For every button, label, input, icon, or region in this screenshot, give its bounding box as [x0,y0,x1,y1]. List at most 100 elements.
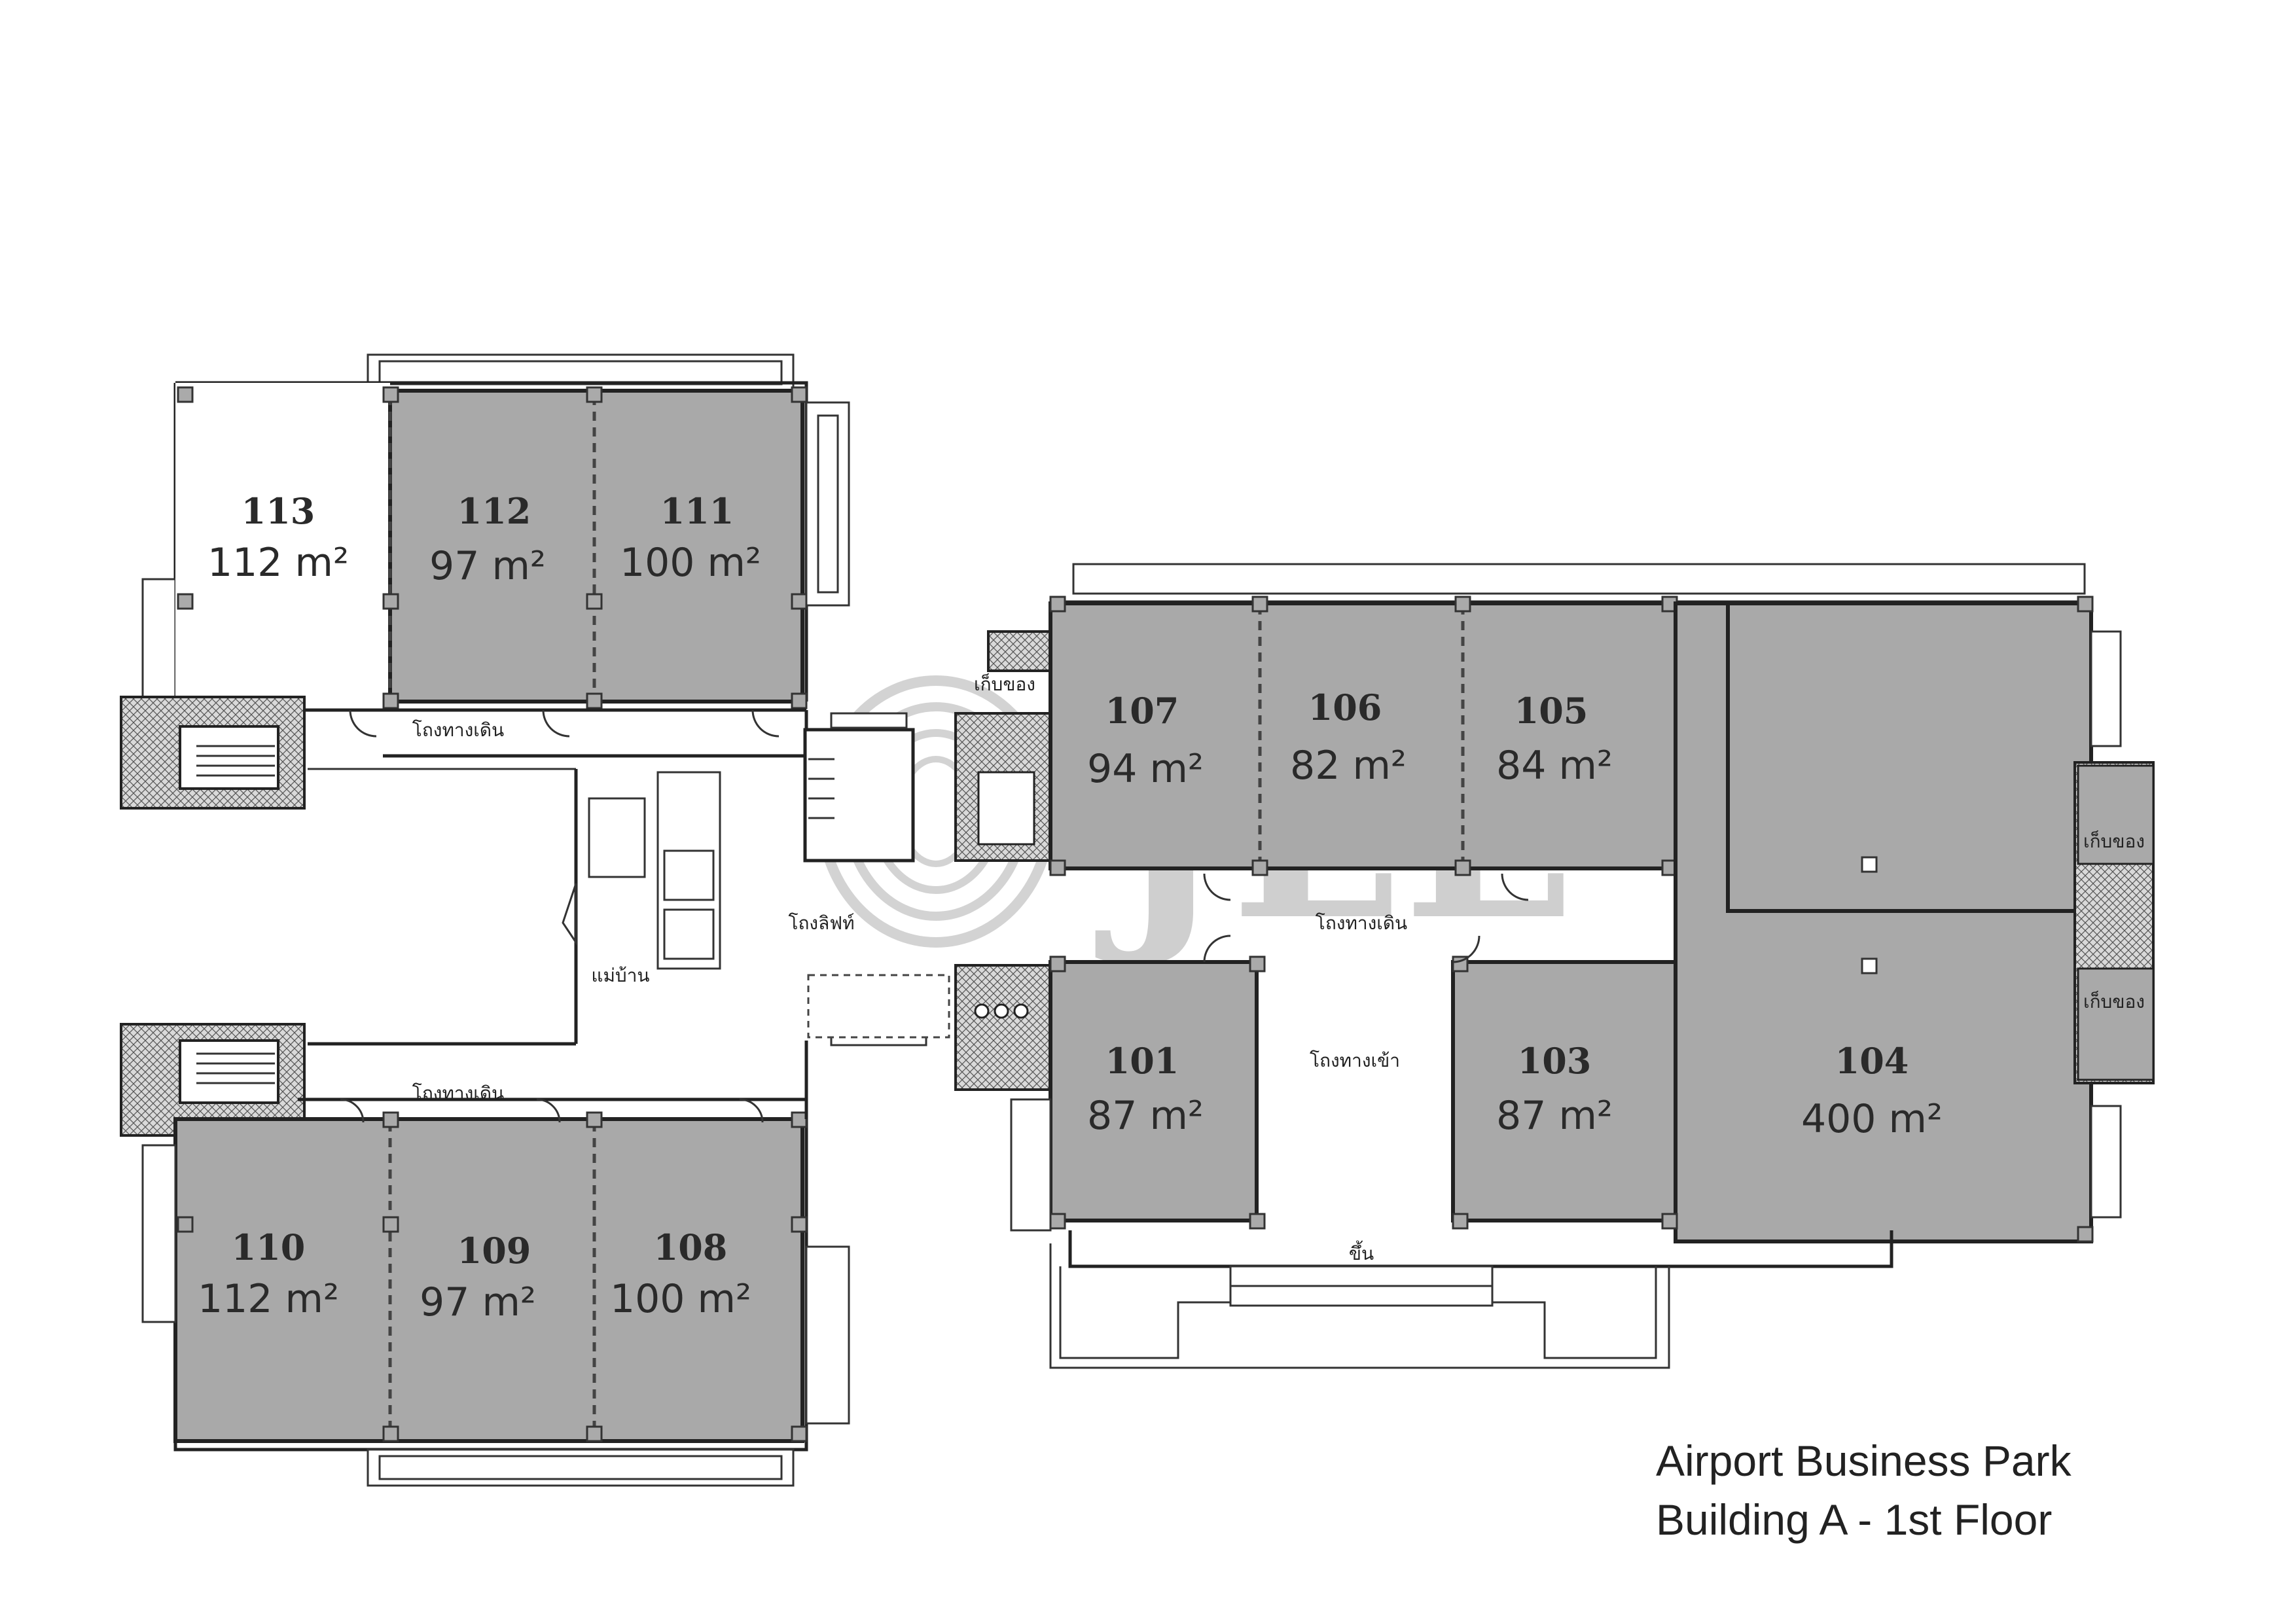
unit-area: 97 m² [429,543,546,589]
column [791,1216,808,1233]
lift-lobby-label: โถงลิฟท์ [788,912,854,934]
left-wing-top [120,353,850,810]
unit-103[interactable]: 103 87 m² [1496,1040,1613,1139]
unit-107[interactable]: 107 94 m² [1087,690,1204,792]
corridor-label: โถงทางเดิน [412,719,504,741]
unit-number: 106 [1308,687,1382,728]
lobby-outline [807,974,950,1039]
column [1454,596,1471,613]
unit-number: 107 [1105,690,1179,732]
column [177,1216,194,1233]
column [177,386,194,403]
unit-111[interactable]: 111 100 m² [620,490,761,586]
porch-step [1492,1266,1657,1359]
lift-shaft [656,771,721,970]
stair-treads [196,1052,275,1084]
storage-room [987,630,1052,672]
column [1049,596,1066,613]
storage-label: เก็บของ [2083,830,2145,852]
unit-area: 97 m² [420,1279,536,1325]
window-bay [1010,1098,1052,1232]
column [382,692,399,709]
storage-room [2077,967,2155,1081]
central-stair [803,728,915,863]
east-block [1010,563,2155,1369]
unit-103-area [1451,960,1677,1222]
column [791,1425,808,1442]
unit-area: 94 m² [1087,746,1204,792]
unit-113[interactable]: 113 112 m² [207,490,349,586]
unit-104-area [1726,601,2093,913]
column [1049,859,1066,876]
porch-outline [1049,1243,1670,1369]
title-line-2: Building A - 1st Floor [1656,1495,2052,1544]
unit-area: 112 m² [207,540,349,586]
unit-number: 111 [660,490,734,532]
window-bay [1072,563,2086,595]
door-swing [349,709,377,738]
plan-title: Airport Business Park Building A - 1st F… [1656,1436,2072,1544]
window-bay [2090,630,2122,747]
porch-step [1059,1266,1230,1359]
unit-101[interactable]: 101 87 m² [1087,1040,1204,1139]
column-marker [1861,957,1878,974]
column-marker [1861,856,1878,873]
column [1049,955,1066,972]
unit-number: 104 [1835,1040,1909,1082]
stairs-up-label: ขึ้น [1349,1240,1374,1264]
washbasin [994,1003,1009,1019]
column [791,386,808,403]
door-swing [1203,873,1231,901]
door-swing [536,1098,561,1123]
column [1049,1213,1066,1230]
unit-area: 84 m² [1496,743,1613,789]
column [2077,596,2094,613]
toilet-block [954,964,1052,1091]
unit-110[interactable]: 110 112 m² [198,1226,339,1322]
unit-area: 112 m² [198,1276,339,1322]
door-swing [751,709,780,738]
column [1661,1213,1678,1230]
unit-106[interactable]: 106 82 m² [1290,687,1407,789]
column [382,1425,399,1442]
unit-108[interactable]: 108 100 m² [610,1226,751,1322]
washbasin [1013,1003,1029,1019]
door-swing [1501,873,1529,901]
window-bay [2090,1105,2122,1219]
column [382,593,399,610]
door-swing [739,1098,764,1123]
left-wing-bottom [120,1023,850,1487]
unit-area: 82 m² [1290,743,1407,789]
column [791,692,808,709]
door-swing [542,709,570,738]
column [382,1111,399,1128]
unit-number: 110 [232,1226,306,1268]
unit-113-area [175,383,390,702]
column [586,1425,603,1442]
unit-109[interactable]: 109 97 m² [420,1230,536,1325]
column [586,692,603,709]
housekeeping-room [588,797,646,878]
unit-number: 101 [1105,1040,1179,1082]
window [830,712,908,729]
column [791,1111,808,1128]
unit-number: 113 [242,490,315,532]
column [382,386,399,403]
storage-room [2077,764,2155,865]
column [1454,859,1471,876]
unit-number: 108 [654,1226,728,1268]
window-bay [141,1144,177,1323]
unit-112[interactable]: 112 97 m² [429,490,546,589]
column [1251,859,1268,876]
entrance-hall-label: โถงทางเข้า [1310,1050,1400,1071]
window-bay [817,414,839,594]
unit-105[interactable]: 105 84 m² [1496,690,1613,789]
corridor-label: โถงทางเดิน [412,1082,504,1104]
unit-104[interactable]: 104 400 m² [1801,1040,1943,1142]
unit-area: 100 m² [620,540,761,586]
units-107-106-105-area [1049,601,1677,870]
unit-number: 103 [1518,1040,1592,1082]
stair [179,725,279,790]
column [382,1216,399,1233]
